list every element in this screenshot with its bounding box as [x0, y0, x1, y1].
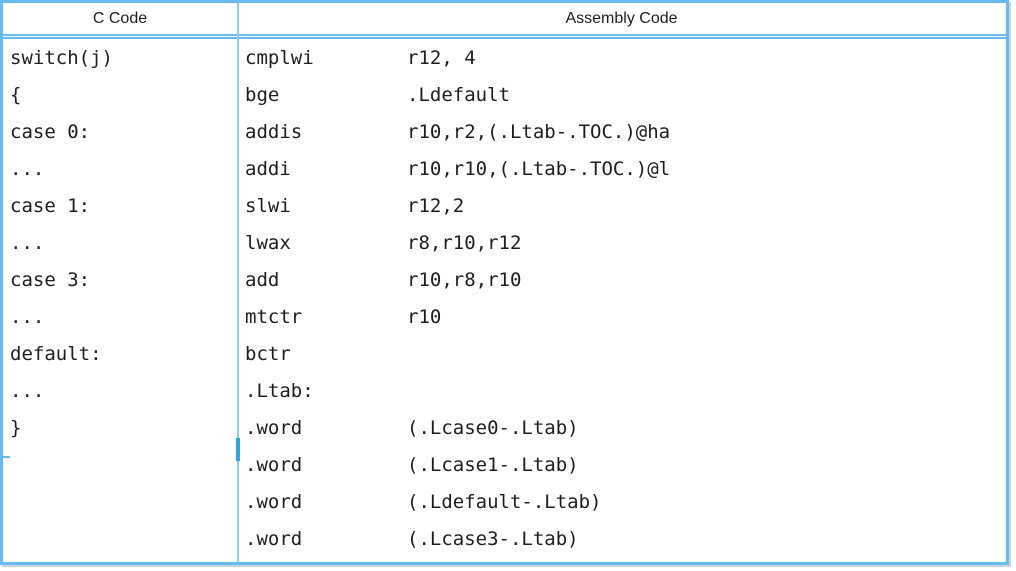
asm-operands: r12,2: [407, 195, 464, 217]
asm-mnemonic: .Ltab:: [245, 380, 407, 402]
asm-code-cell: .word(.Ldefault-.Ltab): [237, 491, 1006, 513]
asm-code-cell: addr10,r8,r10: [237, 269, 1006, 291]
c-code-cell: ...: [3, 158, 237, 180]
table-row: }.word(.Lcase0-.Ltab): [3, 409, 1006, 446]
asm-code-cell: .word(.Lcase1-.Ltab): [237, 454, 1006, 476]
asm-mnemonic: .word: [245, 417, 407, 439]
asm-code-cell: addir10,r10,(.Ltab-.TOC.)@l: [237, 158, 1006, 180]
asm-code-cell: cmplwir12, 4: [237, 47, 1006, 69]
asm-mnemonic: addis: [245, 121, 407, 143]
table-row: ...mtctrr10: [3, 298, 1006, 335]
table-row: case 0:addisr10,r2,(.Ltab-.TOC.)@ha: [3, 113, 1006, 150]
asm-mnemonic: slwi: [245, 195, 407, 217]
table-row: .word(.Lcase3-.Ltab): [3, 520, 1006, 557]
asm-operands: r10,r10,(.Ltab-.TOC.)@l: [407, 158, 670, 180]
asm-code-cell: .word(.Lcase3-.Ltab): [237, 528, 1006, 550]
table-row: .word(.Lcase1-.Ltab): [3, 446, 1006, 483]
table-row: switch(j)cmplwir12, 4: [3, 39, 1006, 76]
column-header-assembly-code: Assembly Code: [237, 3, 1006, 34]
table-row: .word(.Ldefault-.Ltab): [3, 483, 1006, 520]
divider-accent-segment: [236, 438, 240, 461]
asm-code-cell: mtctrr10: [237, 306, 1006, 328]
c-code-cell: ...: [3, 232, 237, 254]
asm-operands: r8,r10,r12: [407, 232, 521, 254]
table-header-row: C Code Assembly Code: [3, 3, 1006, 36]
table-row: {bge.Ldefault: [3, 76, 1006, 113]
asm-code-cell: addisr10,r2,(.Ltab-.TOC.)@ha: [237, 121, 1006, 143]
asm-operands: (.Lcase1-.Ltab): [407, 454, 579, 476]
c-code-cell: {: [3, 84, 237, 106]
table-body: switch(j)cmplwir12, 4{bge.Ldefaultcase 0…: [3, 39, 1006, 557]
asm-operands: r10: [407, 306, 441, 328]
asm-operands: (.Ldefault-.Ltab): [407, 491, 601, 513]
c-code-cell: ...: [3, 306, 237, 328]
table-row: case 1:slwir12,2: [3, 187, 1006, 224]
asm-mnemonic: mtctr: [245, 306, 407, 328]
asm-operands: r10,r8,r10: [407, 269, 521, 291]
asm-mnemonic: addi: [245, 158, 407, 180]
asm-operands: r10,r2,(.Ltab-.TOC.)@ha: [407, 121, 670, 143]
asm-mnemonic: .word: [245, 454, 407, 476]
asm-code-cell: bge.Ldefault: [237, 84, 1006, 106]
asm-mnemonic: bctr: [245, 343, 407, 365]
table-row: ...lwaxr8,r10,r12: [3, 224, 1006, 261]
asm-code-cell: .word(.Lcase0-.Ltab): [237, 417, 1006, 439]
c-code-cell: default:: [3, 343, 237, 365]
column-divider: [237, 3, 239, 562]
table-row: case 3:addr10,r8,r10: [3, 261, 1006, 298]
c-code-cell: case 3:: [3, 269, 237, 291]
asm-operands: (.Lcase0-.Ltab): [407, 417, 579, 439]
c-code-cell: case 1:: [3, 195, 237, 217]
c-code-cell: }: [3, 417, 237, 439]
asm-mnemonic: .word: [245, 491, 407, 513]
asm-code-cell: .Ltab:: [237, 380, 1006, 402]
c-code-cell: ...: [3, 380, 237, 402]
asm-operands: r12, 4: [407, 47, 476, 69]
asm-mnemonic: lwax: [245, 232, 407, 254]
table-row: default: bctr: [3, 335, 1006, 372]
c-code-cell: switch(j): [3, 47, 237, 69]
asm-code-cell: bctr: [237, 343, 1006, 365]
asm-mnemonic: .word: [245, 528, 407, 550]
asm-operands: (.Lcase3-.Ltab): [407, 528, 579, 550]
asm-mnemonic: bge: [245, 84, 407, 106]
table-row: ... .Ltab:: [3, 372, 1006, 409]
c-code-cell: case 0:: [3, 121, 237, 143]
table-row: ...addir10,r10,(.Ltab-.TOC.)@l: [3, 150, 1006, 187]
asm-mnemonic: add: [245, 269, 407, 291]
column-header-c-code: C Code: [3, 3, 237, 34]
left-border-tick: [0, 456, 10, 458]
asm-operands: .Ldefault: [407, 84, 510, 106]
asm-code-cell: lwaxr8,r10,r12: [237, 232, 1006, 254]
asm-mnemonic: cmplwi: [245, 47, 407, 69]
asm-code-cell: slwir12,2: [237, 195, 1006, 217]
